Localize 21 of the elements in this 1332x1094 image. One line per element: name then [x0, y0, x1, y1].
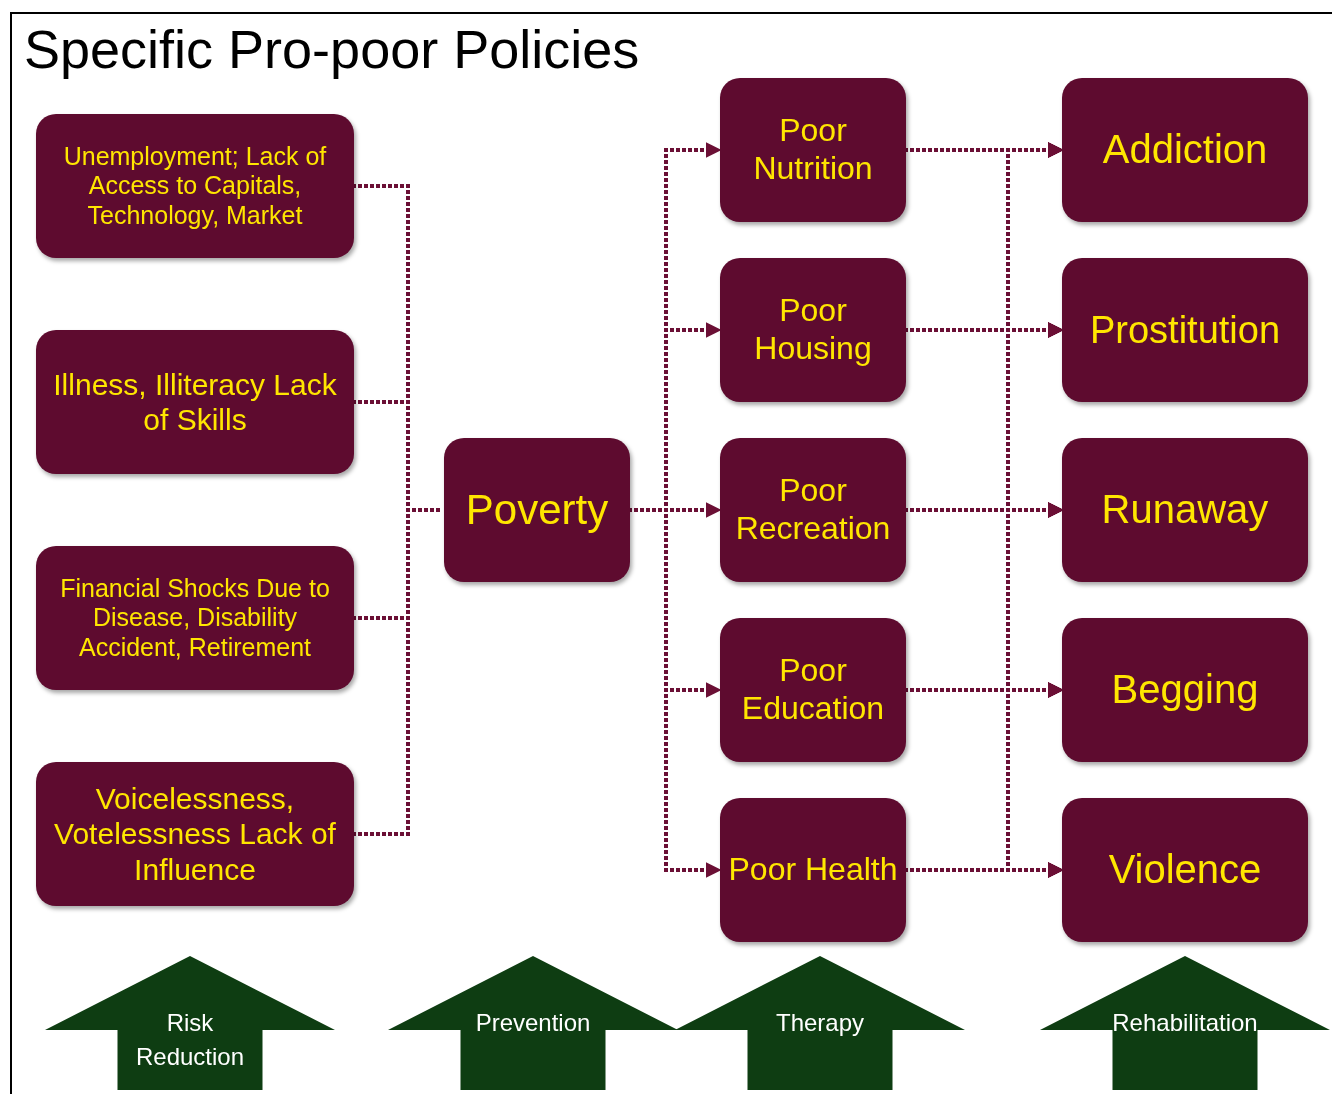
process-box: Poor Housing	[720, 258, 906, 402]
process-box: Prostitution	[1062, 258, 1308, 402]
diagram-title: Specific Pro-poor Policies	[24, 18, 640, 80]
banner-label: Therapy	[774, 1008, 865, 1038]
process-box: Poor Education	[720, 618, 906, 762]
process-box: Poor Recreation	[720, 438, 906, 582]
process-box: Addiction	[1062, 78, 1308, 222]
process-box: Financial Shocks Due to Disease, Disability Accident, Retirement	[36, 546, 354, 690]
process-box: Begging	[1062, 618, 1308, 762]
process-box: Unemployment; Lack of Access to Capitals, Technology, Market	[36, 114, 354, 258]
banner-label: Rehabilitation	[1111, 1008, 1259, 1038]
process-box: Voicelessness, Votelessness Lack of Influence	[36, 762, 354, 906]
banner-label: Prevention	[474, 1008, 592, 1038]
process-box: Poverty	[444, 438, 630, 582]
process-box: Poor Nutrition	[720, 78, 906, 222]
process-box: Poor Health	[720, 798, 906, 942]
arrow	[904, 862, 1064, 878]
banner-label: Risk Reduction	[134, 1008, 246, 1072]
process-box: Illness, Illiteracy Lack of Skills	[36, 330, 354, 474]
process-box: Violence	[1062, 798, 1308, 942]
process-box: Runaway	[1062, 438, 1308, 582]
